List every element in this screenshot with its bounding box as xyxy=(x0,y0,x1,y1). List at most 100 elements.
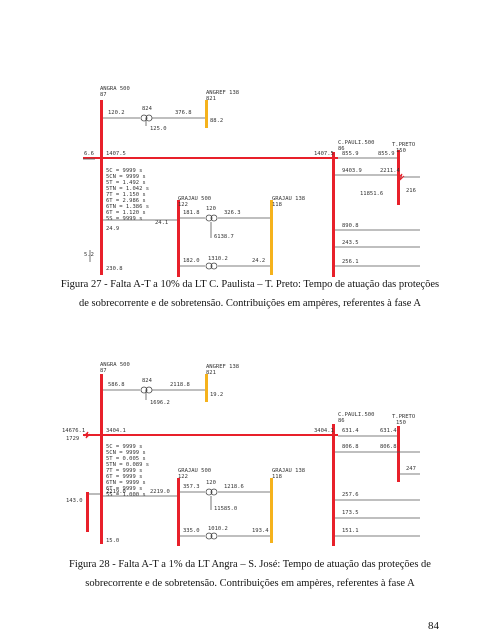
diagram-label: 5.2 xyxy=(84,252,94,258)
diagram-label: 7T = 1.150 s xyxy=(106,192,146,198)
diagram-label: 806.8 xyxy=(380,444,397,450)
diagram-label: 855.9 xyxy=(378,151,395,157)
diagram-label: ANGREF 138 xyxy=(206,364,239,370)
transformer-icons xyxy=(140,114,218,270)
diagram-label: 5TN = 0.089 s xyxy=(106,462,149,468)
bus-grajau138 xyxy=(270,200,273,275)
diagram-label: 193.4 xyxy=(252,528,269,534)
diagram-label: 24.1 xyxy=(155,220,168,226)
diagram-label: 15.0 xyxy=(106,538,119,544)
diagram-label: 150 xyxy=(396,148,406,154)
diagram-label: 6T = 9999 s xyxy=(106,474,142,480)
diagram-label: 24.9 xyxy=(106,226,119,232)
bus-main-h xyxy=(83,157,338,159)
diagram-label: ANGRA 500 xyxy=(100,362,130,368)
diagram-label: 1407.5 xyxy=(314,151,334,157)
page-number: 84 xyxy=(428,620,439,632)
figure-28-caption: Figura 28 - Falta A-T a 1% da LT Angra –… xyxy=(69,559,431,589)
diagram-label: 120 xyxy=(206,480,216,486)
diagram-label: 821 xyxy=(206,96,216,102)
diagram-label: 122 xyxy=(178,474,188,480)
bus-cpaul xyxy=(332,152,335,277)
diagram-label: 247 xyxy=(406,466,416,472)
figure-27-caption: Figura 27 - Falta A-T a 10% da LT C. Pau… xyxy=(60,279,440,309)
diagram-label: 2211.4 xyxy=(380,168,401,174)
diagram-label: 86 xyxy=(338,146,345,152)
diagram-label: 182.0 xyxy=(183,258,200,264)
diagram-label: 821 xyxy=(206,370,216,376)
network-lines xyxy=(83,117,420,267)
diagram-label: 586.8 xyxy=(108,382,125,388)
diagram-label: GRAJAU 500 xyxy=(178,196,211,202)
diagram-label: GRAJAU 500 xyxy=(178,468,211,474)
diagram-label: 1310.2 xyxy=(208,256,228,262)
diagram-label: 5C = 9999 s xyxy=(106,444,142,450)
diagram-label: 125.0 xyxy=(150,126,167,132)
angra-bus-label: ANGRA 500 xyxy=(100,86,130,92)
diagram-label: 5TN = 1.042 s xyxy=(106,186,149,192)
transformer-icons xyxy=(140,386,218,540)
diagram-label: 5C = 9999 s xyxy=(106,168,142,174)
diagram-label: 120 xyxy=(206,206,216,212)
diagram-label: 87 xyxy=(100,92,107,98)
diagram-label: 5T = 0.005 s xyxy=(106,456,146,462)
diagram-label: 824 xyxy=(142,106,153,112)
diagram-label: 118 xyxy=(272,202,282,208)
bus-tpreto xyxy=(397,426,400,482)
diagram-label: 6T = 1.120 s xyxy=(106,210,146,216)
bus-angra138 xyxy=(205,100,208,128)
diagram-label: 243.5 xyxy=(342,240,359,246)
bus-cpaul xyxy=(332,424,335,546)
diagram-label: 6TN = 1.386 s xyxy=(106,204,149,210)
diagram-label: 151.1 xyxy=(342,528,359,534)
diagram-label: 806.8 xyxy=(342,444,359,450)
diagram-label: 6T = 9999 s xyxy=(106,486,142,492)
protection-times: 5C = 9999 s 5CN = 9999 s 5T = 0.005 s 5T… xyxy=(106,444,149,498)
figure-28: ANGRA 500 87 586.8 824 2118.8 ANGREF 138… xyxy=(0,360,495,550)
diagram-label: 11851.6 xyxy=(360,191,383,197)
diagram-label: 1218.6 xyxy=(224,484,244,490)
bus-angra xyxy=(100,100,103,275)
diagram-label: GRAJAU 138 xyxy=(272,196,305,202)
bus-angra138 xyxy=(205,374,208,402)
bus-grajau xyxy=(177,478,180,546)
bus-left xyxy=(86,492,89,532)
diagram-label: 230.8 xyxy=(106,266,123,272)
diagram-label: 7T = 9999 s xyxy=(106,468,142,474)
diagram-label: 2219.0 xyxy=(150,489,170,495)
fault-icon xyxy=(397,173,405,181)
diagram-label: 11585.0 xyxy=(214,506,237,512)
diagram-label: 6138.7 xyxy=(214,234,234,240)
diagram-label: 24.2 xyxy=(252,258,265,264)
bus-grajau138 xyxy=(270,478,273,543)
diagram-label: 1407.5 xyxy=(106,151,126,157)
diagram-label: 357.3 xyxy=(183,484,200,490)
bus-angra xyxy=(100,374,103,544)
diagram-label: 88.2 xyxy=(210,118,223,124)
diagram-label: 120.2 xyxy=(108,110,125,116)
diagram-label: 326.3 xyxy=(224,210,241,216)
single-line-diagram: ANGRA 500 87 120.2 824 376.8 ANGREF 138 … xyxy=(83,86,420,277)
diagram-label: T.PRETO xyxy=(392,414,415,420)
diagram-label: 14676.1 xyxy=(62,428,85,434)
diagram-label: 86 xyxy=(338,418,345,424)
diagram-label: GRAJAU 138 xyxy=(272,468,305,474)
single-line-diagram: ANGRA 500 87 586.8 824 2118.8 ANGREF 138… xyxy=(62,362,420,546)
diagram-label: 3404.1 xyxy=(106,428,126,434)
diagram-label: 181.8 xyxy=(183,210,200,216)
diagram-label: 216 xyxy=(406,188,416,194)
diagram-label: 256.1 xyxy=(342,259,359,265)
diagram-label: T.PRETO xyxy=(392,142,415,148)
figure-27: ANGRA 500 87 120.2 824 376.8 ANGREF 138 … xyxy=(0,80,495,280)
diagram-label: 5CN = 9999 s xyxy=(106,174,146,180)
diagram-label: 890.8 xyxy=(342,223,359,229)
diagram-label: 87 xyxy=(100,368,107,374)
diagram-label: 631.4 xyxy=(342,428,359,434)
diagram-label: 2219.0 xyxy=(106,489,126,495)
diagram-label: 257.6 xyxy=(342,492,359,498)
diagram-label: 335.0 xyxy=(183,528,200,534)
diagram-label: C.PAULI.500 xyxy=(338,140,374,146)
diagram-label: 5T = 1.492 s xyxy=(106,180,146,186)
diagram-label: C.PAULI.500 xyxy=(338,412,374,418)
diagram-label: 1010.2 xyxy=(208,526,228,532)
